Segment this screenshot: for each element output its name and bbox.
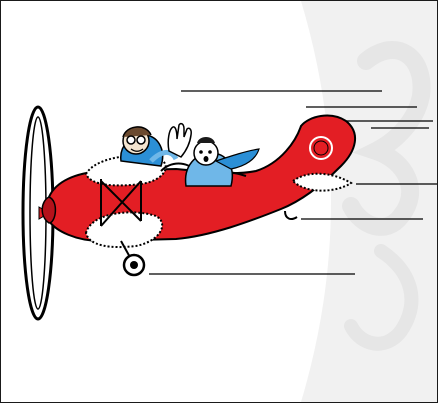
airplane-illustration	[42, 116, 355, 275]
tail-emblem	[310, 137, 332, 159]
nose-cone	[42, 197, 55, 223]
tail-skid	[285, 211, 297, 219]
watermark-shape	[301, 1, 437, 402]
waving-hand-icon	[168, 124, 191, 157]
